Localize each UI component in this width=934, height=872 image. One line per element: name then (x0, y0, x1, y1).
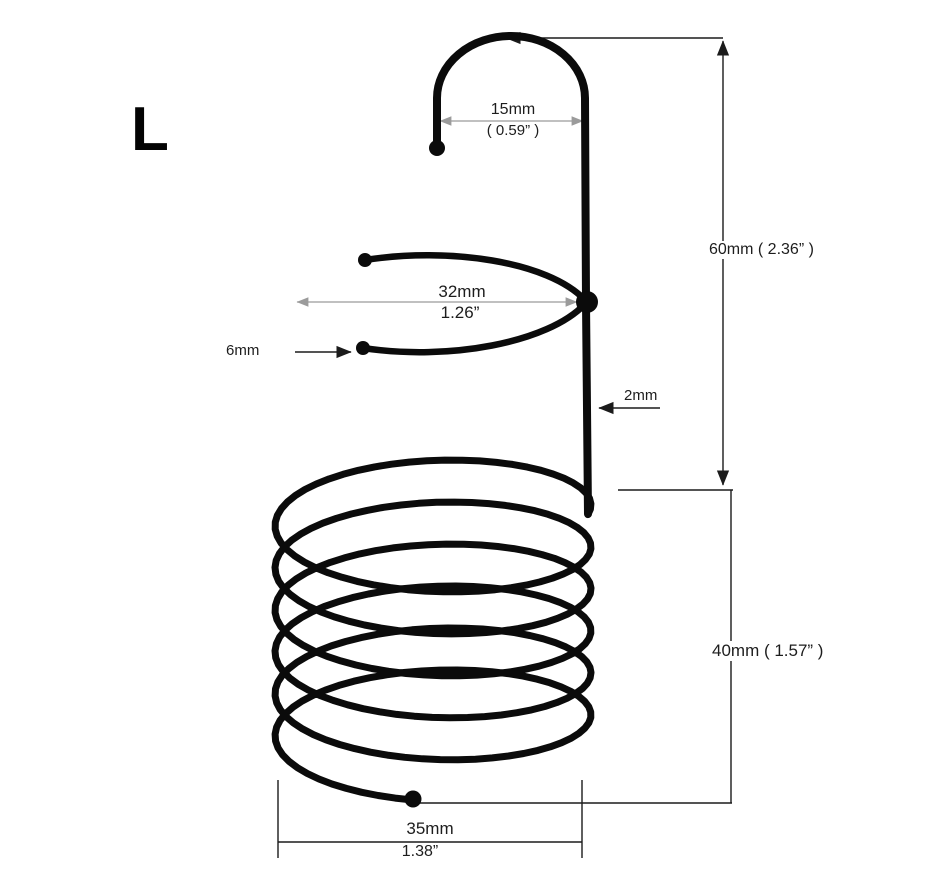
loop-junction-dot (576, 291, 598, 313)
coil-end-dot (404, 790, 422, 808)
hook-and-stem-wire (433, 32, 592, 518)
dim-60mm-label: 60mm ( 2.36” ) (706, 241, 817, 260)
loop-lower-end-dot (356, 341, 370, 355)
loop-upper-wire (361, 252, 589, 304)
dim-1.26in-label: 1.26” (440, 303, 480, 322)
loop-upper-end-dot (358, 253, 372, 267)
dim-6mm-label: 6mm (226, 342, 260, 359)
coil-wire (271, 456, 595, 804)
dim-32mm-label: 32mm (438, 282, 486, 301)
dim-15mm-label: 15mm (490, 101, 536, 118)
loop-lower-wire (359, 300, 589, 356)
dim-2mm-label: 2mm (624, 387, 658, 404)
dim-40mm-label: 40mm ( 1.57” ) (709, 641, 827, 661)
dim-0.59in-label: ( 0.59” ) (486, 122, 540, 139)
hook-end-dot (429, 140, 445, 156)
size-label: L (131, 95, 169, 164)
dim-35mm-label: 35mm (406, 819, 454, 838)
dim-1.38in-label: 1.38” (401, 843, 439, 860)
